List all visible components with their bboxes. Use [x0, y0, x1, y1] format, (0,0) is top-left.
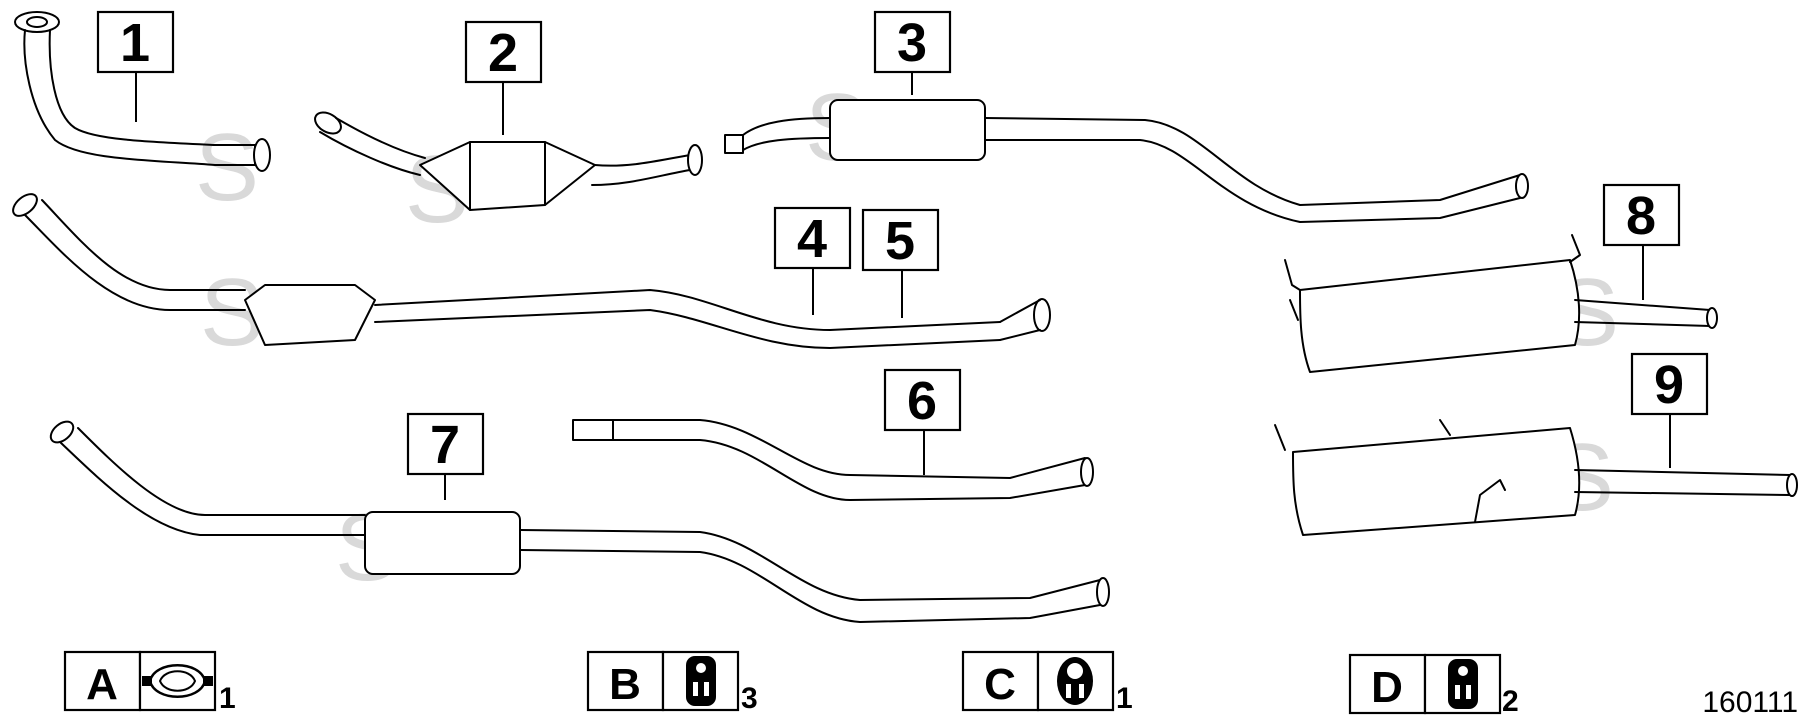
svg-text:1: 1 — [120, 13, 150, 73]
svg-text:9: 9 — [1654, 355, 1684, 415]
intermediate-pipe-drawing — [572, 419, 1094, 501]
diagram-number: 160111 — [1702, 686, 1798, 719]
svg-text:4: 4 — [797, 209, 827, 269]
svg-text:8: 8 — [1626, 186, 1656, 246]
accessory-c: C 1 — [961, 650, 1133, 715]
part-label-6: 6 — [883, 368, 962, 432]
part-label-2: 2 — [464, 20, 543, 84]
accessory-c-quantity: 1 — [1116, 682, 1133, 715]
rubber-ring-icon — [1057, 657, 1093, 705]
front-pipe-with-silencer-drawing — [49, 420, 1110, 623]
svg-text:A: A — [86, 660, 118, 709]
part-label-9: 9 — [1630, 352, 1709, 416]
accessory-d: D 2 — [1348, 653, 1519, 718]
front-pipe-drawing — [14, 11, 271, 172]
svg-text:3: 3 — [897, 13, 927, 73]
part-labels: 1 2 3 4 5 6 7 8 — [96, 10, 1709, 476]
front-pipe-with-converter-drawing — [12, 193, 1051, 349]
rear-silencer-9-drawing — [1274, 419, 1798, 536]
svg-text:D: D — [1371, 663, 1403, 712]
part-label-3: 3 — [873, 10, 952, 74]
rubber-mount-icon — [1448, 659, 1478, 709]
part-label-7: 7 — [406, 412, 485, 476]
accessory-legend: A 1 B 3 C — [63, 650, 1519, 718]
svg-text:7: 7 — [430, 415, 460, 475]
part-label-5: 5 — [861, 208, 940, 272]
center-silencer-drawing — [724, 99, 1529, 223]
svg-text:5: 5 — [885, 211, 915, 271]
svg-text:C: C — [984, 660, 1016, 709]
catalytic-converter-drawing — [314, 111, 703, 211]
svg-text:6: 6 — [907, 371, 937, 431]
accessory-a-quantity: 1 — [219, 682, 236, 715]
part-label-1: 1 — [96, 10, 175, 74]
accessory-d-quantity: 2 — [1502, 685, 1519, 718]
accessory-b-quantity: 3 — [741, 682, 758, 715]
leader-lines — [135, 72, 1671, 500]
svg-text:2: 2 — [488, 23, 518, 83]
svg-text:B: B — [609, 660, 641, 709]
rubber-mount-icon — [686, 656, 716, 706]
accessory-a: A 1 — [63, 650, 236, 715]
part-label-8: 8 — [1602, 183, 1681, 247]
accessory-b: B 3 — [586, 650, 758, 715]
rear-silencer-8-drawing — [1284, 234, 1718, 373]
clamp-icon — [142, 664, 213, 698]
watermark: S — [195, 114, 259, 221]
part-label-4: 4 — [773, 206, 852, 270]
